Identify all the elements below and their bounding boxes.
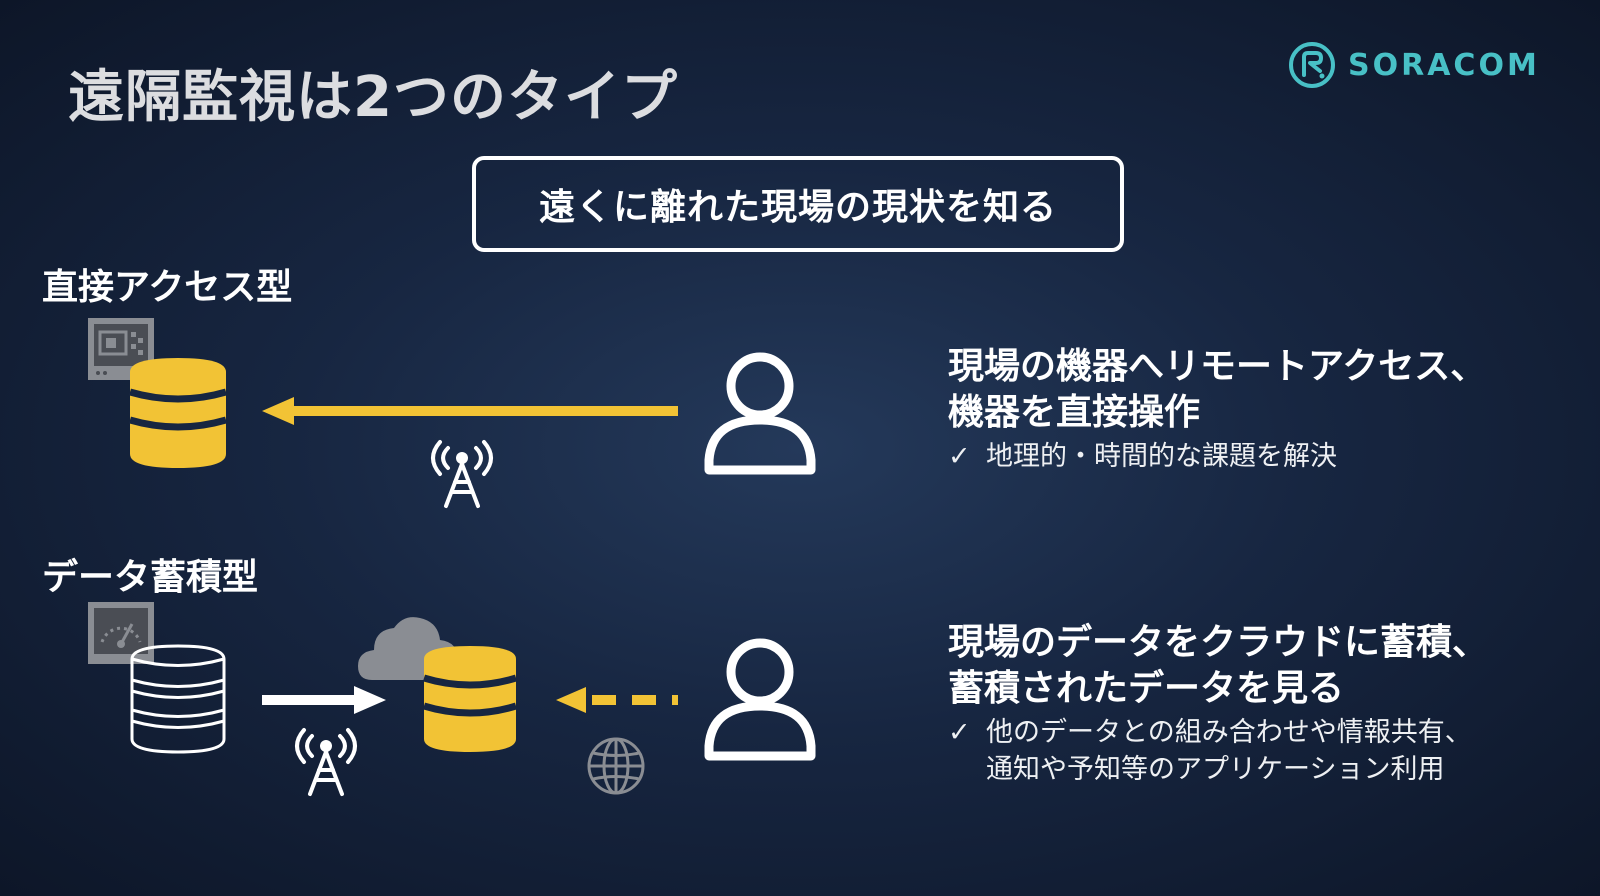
direct-access-bullet-text: 地理的・時間的な課題を解決 bbox=[986, 441, 1337, 472]
globe-icon bbox=[587, 737, 645, 795]
direct-access-heading-1: 現場の機器へリモートアクセス、 bbox=[948, 346, 1487, 387]
database-outline-icon bbox=[130, 644, 226, 754]
gauge-device-icon bbox=[88, 602, 154, 664]
user-icon bbox=[704, 352, 816, 475]
soracom-logo: SORACOM bbox=[1288, 40, 1540, 90]
dashed-arrow-left-icon bbox=[556, 687, 678, 713]
arrow-left-icon bbox=[262, 397, 678, 425]
slide-title: 遠隔監視は2つのタイプ bbox=[68, 65, 678, 130]
check-icon-2: ✓ bbox=[948, 717, 971, 748]
database-cloud-icon bbox=[422, 646, 518, 752]
antenna-icon bbox=[431, 440, 493, 508]
direct-access-heading-2: 機器を直接操作 bbox=[948, 392, 1201, 433]
subtitle-text: 遠くに離れた現場の現状を知る bbox=[538, 187, 1057, 228]
data-storage-label: データ蓄積型 bbox=[42, 557, 259, 598]
antenna-icon-2 bbox=[295, 728, 357, 796]
data-storage-bullet: ✓ 他のデータとの組み合わせや情報共有、 通知や予知等のアプリケーション利用 bbox=[948, 714, 1588, 788]
data-storage-bullet-line-1: 他のデータとの組み合わせや情報共有、 bbox=[986, 717, 1472, 748]
logo-text: SORACOM bbox=[1348, 47, 1540, 83]
direct-access-bullet: ✓ 地理的・時間的な課題を解決 bbox=[948, 438, 1588, 475]
data-storage-description: 現場のデータをクラウドに蓄積、 蓄積されたデータを見る ✓ 他のデータとの組み合… bbox=[948, 620, 1588, 788]
direct-access-description: 現場の機器へリモートアクセス、 機器を直接操作 ✓ 地理的・時間的な課題を解決 bbox=[948, 344, 1588, 475]
check-icon: ✓ bbox=[948, 441, 971, 472]
data-storage-bullet-line-2: 通知や予知等のアプリケーション利用 bbox=[986, 754, 1445, 785]
arrow-right-icon bbox=[262, 686, 386, 714]
user-icon-2 bbox=[704, 638, 816, 761]
soracom-logo-icon bbox=[1289, 42, 1335, 88]
subtitle-box: 遠くに離れた現場の現状を知る bbox=[472, 156, 1124, 252]
data-storage-heading-1: 現場のデータをクラウドに蓄積、 bbox=[948, 622, 1489, 663]
database-icon bbox=[129, 358, 227, 468]
direct-access-label: 直接アクセス型 bbox=[42, 267, 293, 308]
data-storage-heading-2: 蓄積されたデータを見る bbox=[948, 668, 1345, 709]
